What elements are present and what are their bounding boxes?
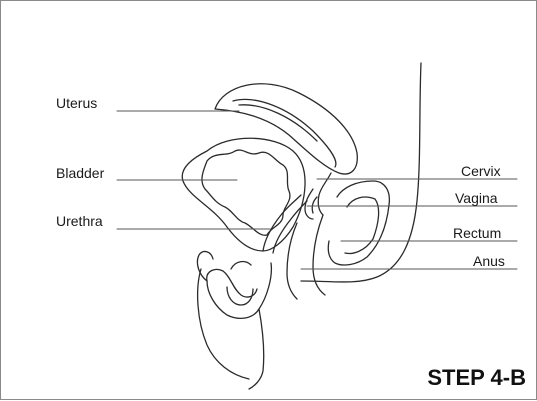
hand-palm — [198, 269, 249, 379]
cervix-inner — [312, 197, 317, 213]
hand-lower — [249, 309, 264, 389]
label-vagina: Vagina — [455, 190, 498, 206]
uterine-cavity — [233, 99, 336, 167]
vagina-wall — [313, 215, 325, 295]
label-bladder: Bladder — [56, 165, 104, 181]
label-rectum: Rectum — [453, 225, 501, 241]
uterine-cavity-inner — [239, 105, 317, 141]
fingertip — [231, 262, 251, 269]
label-urethra: Urethra — [56, 213, 103, 229]
finger-index — [207, 263, 271, 318]
posterior-body-line — [301, 63, 421, 282]
label-anus: Anus — [473, 253, 505, 269]
finger-knuckle — [227, 287, 253, 305]
bladder-inner — [202, 150, 290, 235]
cervix-os — [305, 189, 313, 219]
rectum-outline — [328, 181, 389, 265]
step-caption: STEP 4-B — [427, 365, 526, 391]
bladder-outline — [182, 138, 305, 251]
finger-outline — [207, 269, 257, 297]
label-cervix: Cervix — [461, 163, 501, 179]
label-uterus: Uterus — [56, 95, 97, 111]
